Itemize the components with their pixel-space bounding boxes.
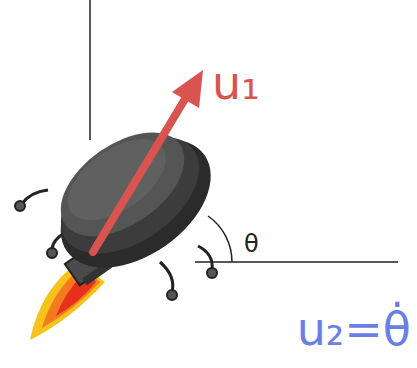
saucer-body [31,103,235,294]
thrust-label: u₁ [212,60,260,106]
thrust-arrow [93,70,203,252]
horizontal-axis [195,261,398,263]
angle-arc [208,216,232,262]
rate-label: u₂=θ̇ [297,306,411,352]
vertical-axis [89,0,91,140]
angle-label: θ [244,232,259,256]
